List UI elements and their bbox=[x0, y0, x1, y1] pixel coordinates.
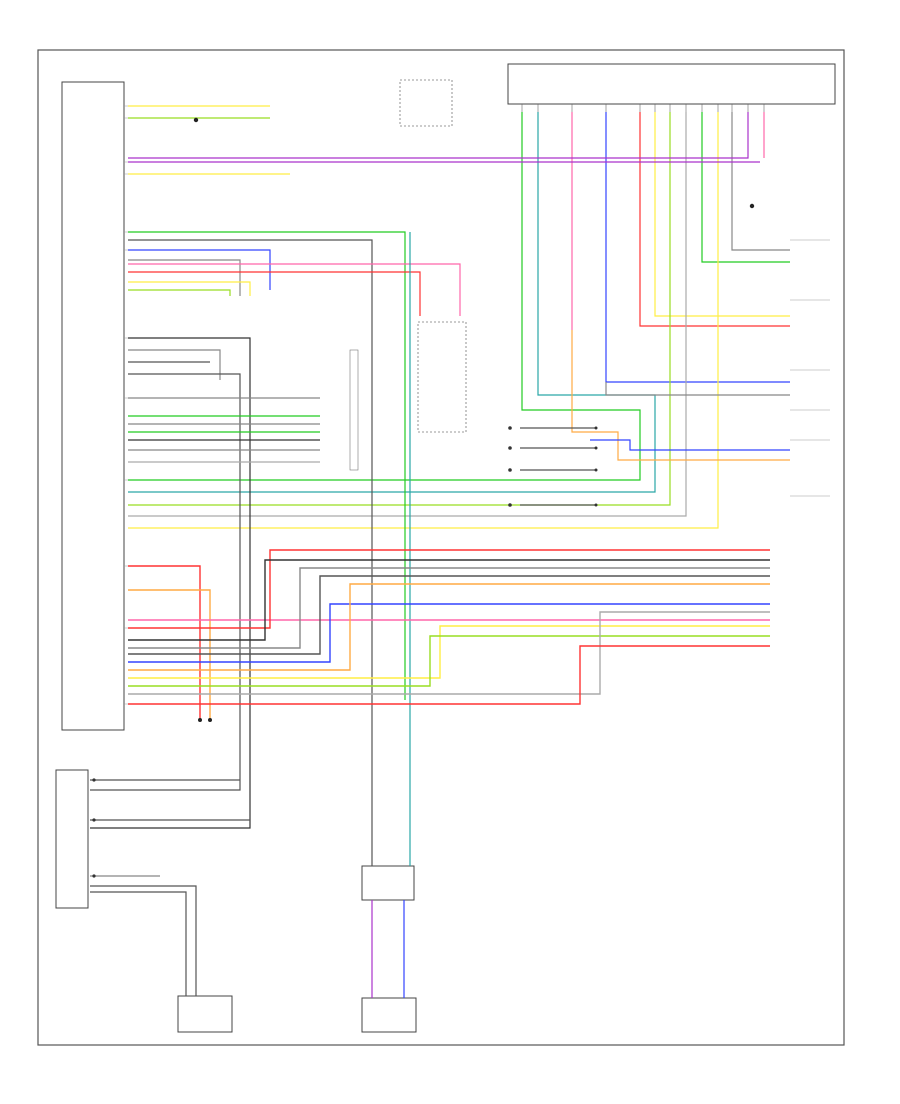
top-right-module-box bbox=[507, 63, 836, 105]
bottom-left-module-box bbox=[55, 769, 89, 909]
lower-wire-bundle bbox=[128, 549, 770, 720]
right-side-markers bbox=[790, 239, 830, 497]
main-module-pin-marks bbox=[124, 105, 128, 705]
top-module-pins bbox=[521, 104, 765, 112]
top-module-vertical-wires bbox=[128, 112, 790, 529]
middle-label-box bbox=[349, 349, 359, 471]
bottom-center-wires bbox=[371, 860, 411, 998]
connector-icon bbox=[92, 426, 598, 878]
main-module-box bbox=[61, 81, 125, 731]
bottom-left-sensor-box bbox=[177, 995, 233, 1033]
middle-left-wires bbox=[90, 337, 596, 829]
top-switch-box bbox=[399, 79, 453, 127]
bottom-center-upper-box bbox=[361, 865, 415, 901]
upper-left-wires bbox=[128, 105, 760, 860]
ground-icon bbox=[193, 117, 755, 722]
bottom-left-wires bbox=[90, 779, 250, 996]
middle-sensor-box bbox=[417, 321, 467, 433]
bottom-center-lower-box bbox=[361, 997, 417, 1033]
diagram-frame bbox=[37, 49, 845, 1046]
